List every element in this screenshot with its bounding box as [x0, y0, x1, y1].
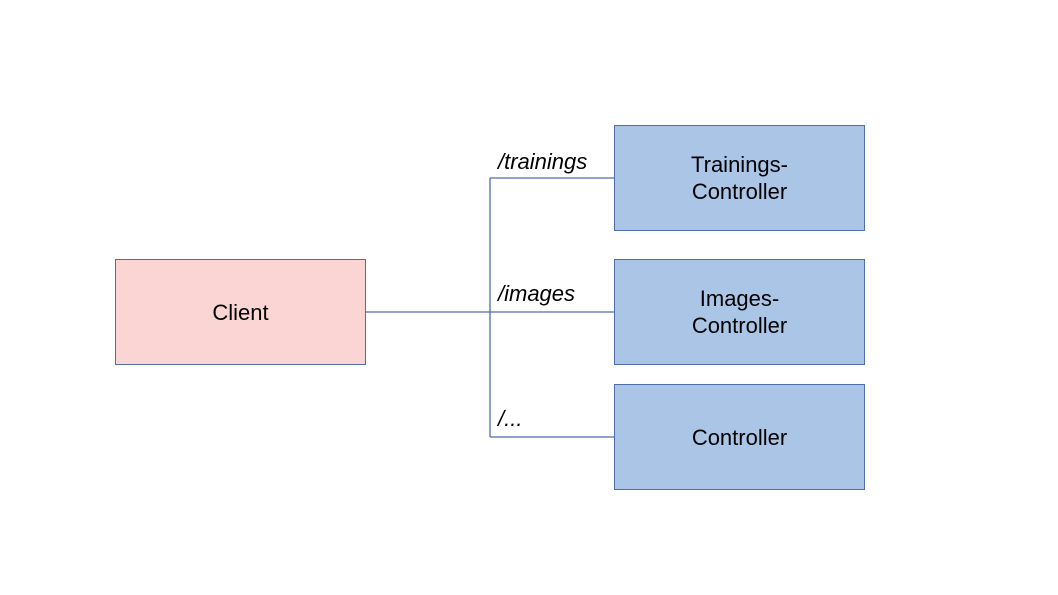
generic-controller-label: Controller	[691, 424, 788, 450]
trainings-controller-box: Trainings- Controller	[614, 125, 865, 231]
client-label: Client	[212, 299, 269, 325]
trainings-route-label: /trainings	[498, 149, 588, 174]
images-controller-label-line1: Images-	[699, 286, 780, 311]
generic-route-label: /...	[498, 406, 523, 431]
generic-controller-box: Controller	[614, 384, 865, 490]
images-controller-label-line2: Controller	[691, 313, 788, 338]
images-controller-box: Images- Controller	[614, 259, 865, 365]
images-route-label: /images	[498, 281, 576, 306]
trainings-controller-label-line1: Trainings-	[691, 152, 788, 177]
client-box: Client	[115, 259, 366, 365]
trainings-controller-label-line2: Controller	[691, 179, 788, 204]
